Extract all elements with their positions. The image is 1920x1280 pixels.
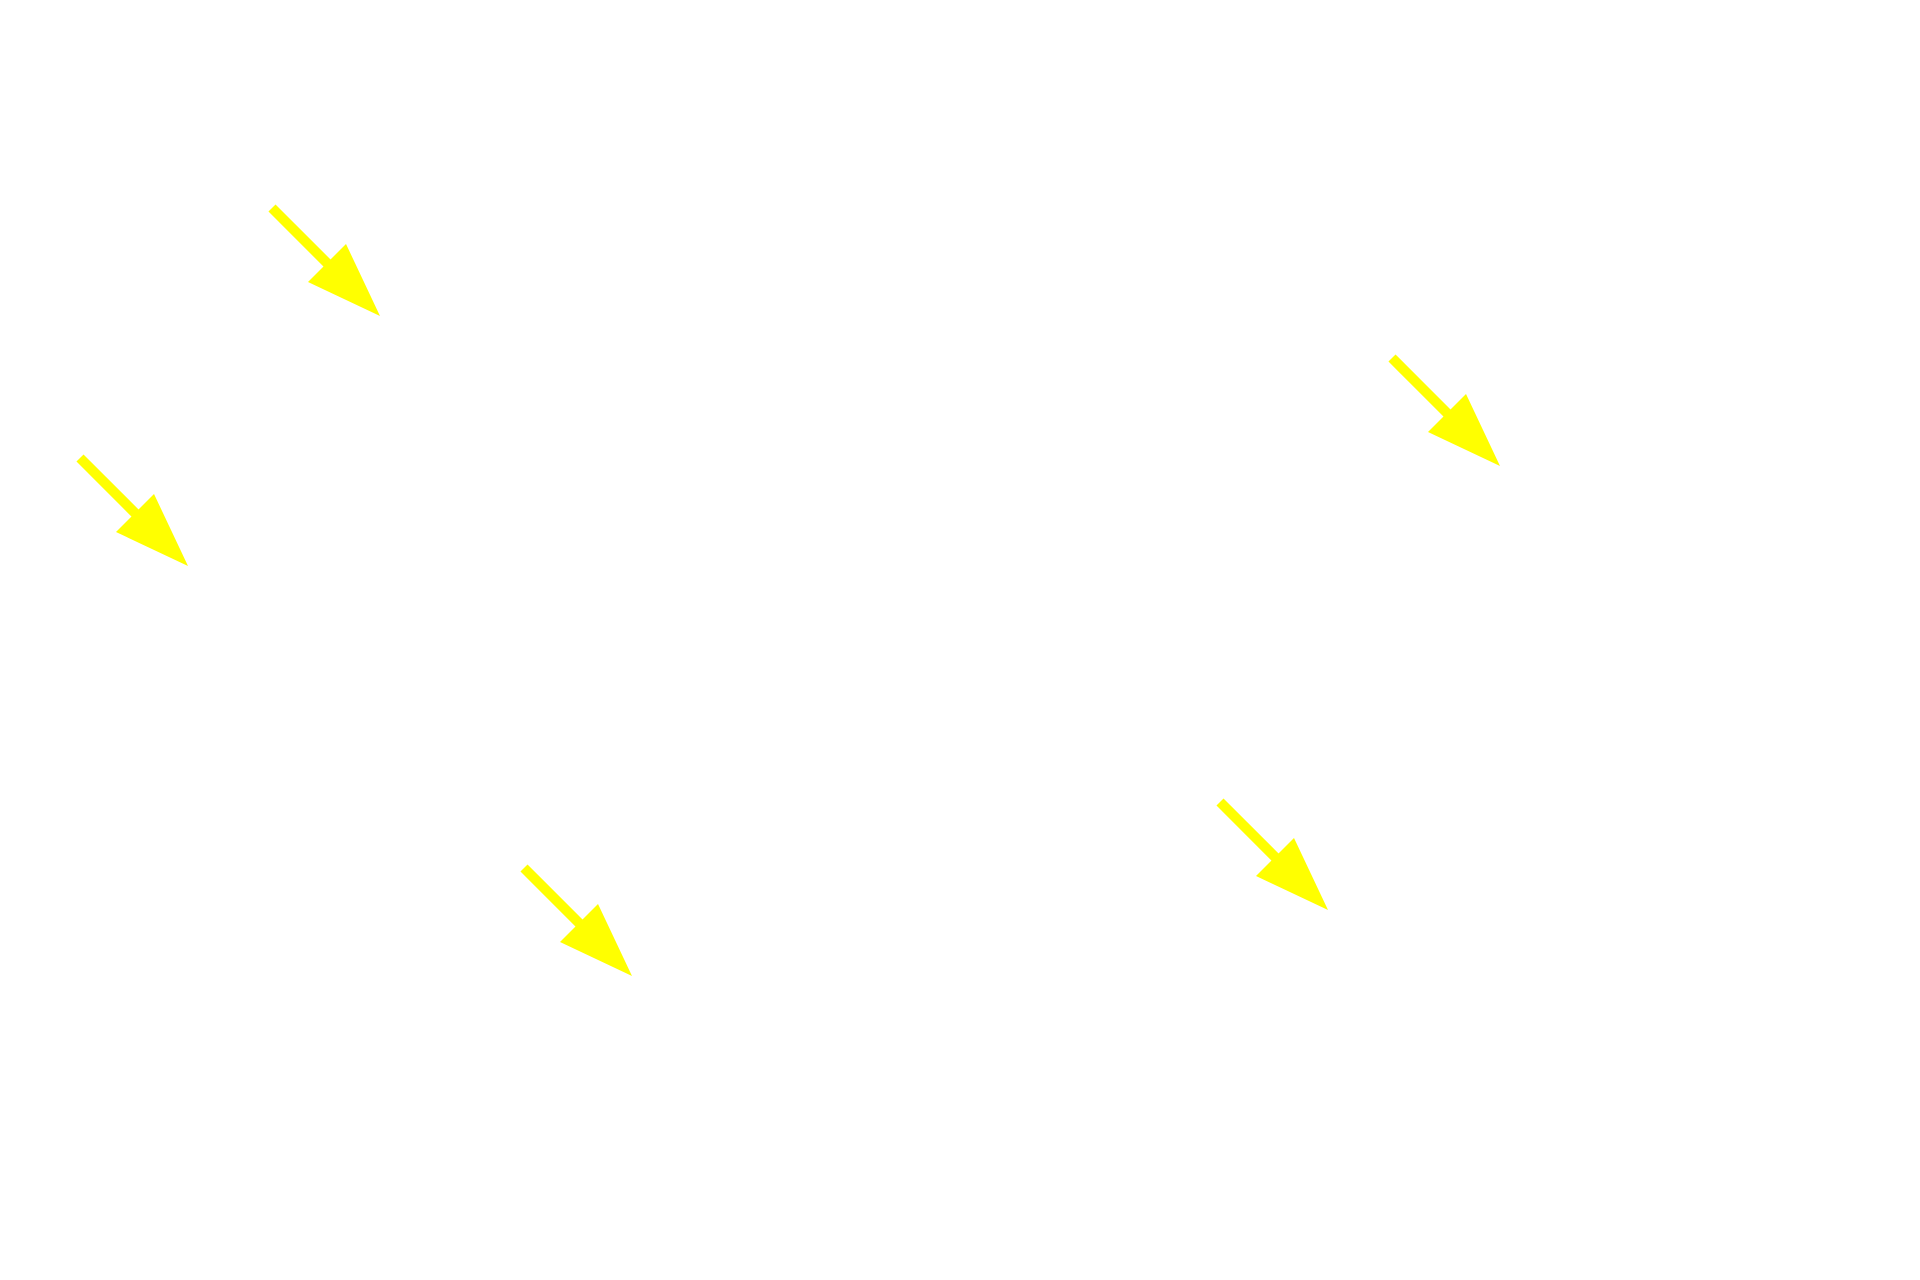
- arrow-down-right-icon: [76, 454, 188, 566]
- arrow-down-right-icon: [520, 864, 632, 976]
- arrow-down-right-icon: [268, 204, 380, 316]
- arrow-down-right-icon: [1388, 354, 1500, 466]
- arrow-down-right-icon: [1216, 798, 1328, 910]
